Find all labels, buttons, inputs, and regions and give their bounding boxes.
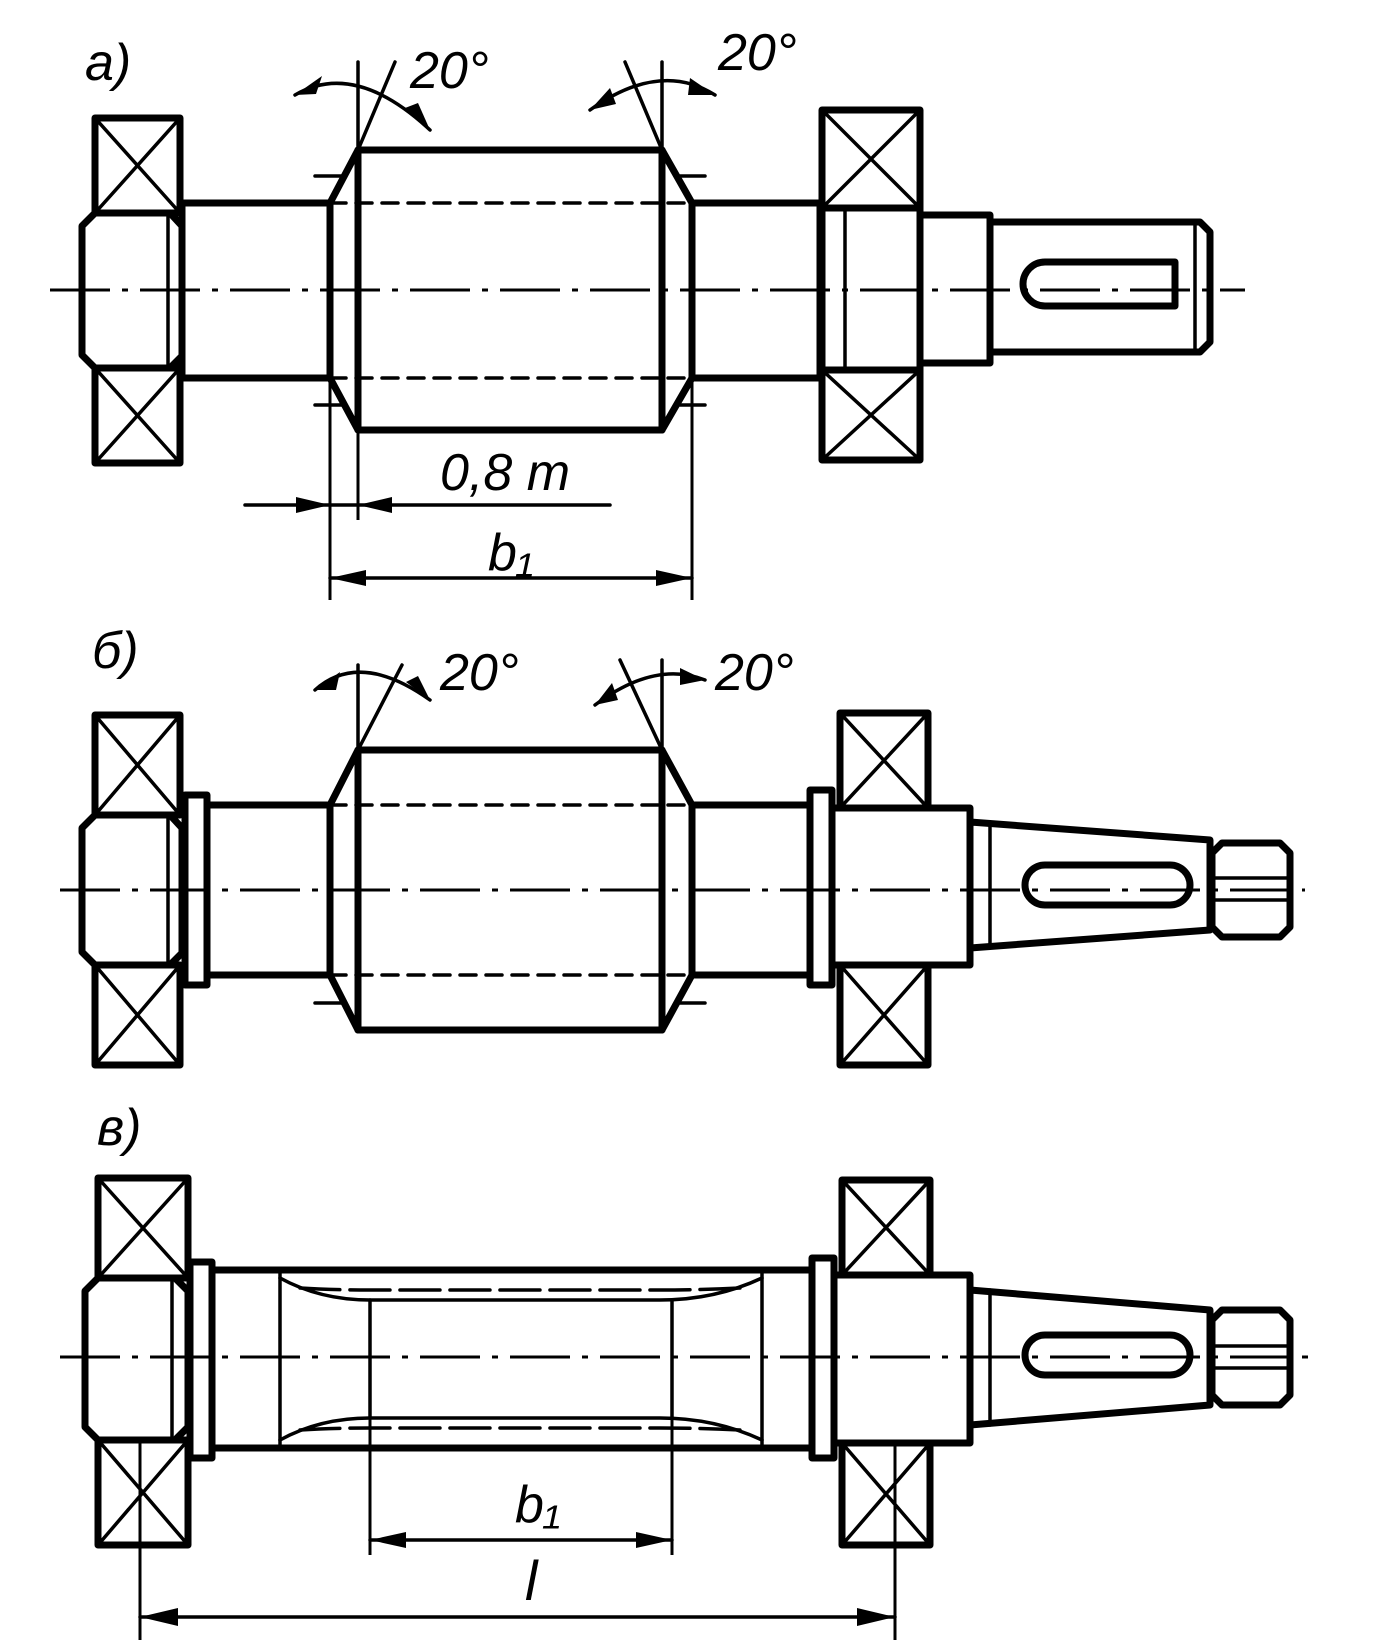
worm-body-c [208, 1266, 816, 1452]
bearing-left-c [94, 1174, 192, 1549]
view-b-label: б) [92, 622, 139, 680]
view-a-label: а) [85, 34, 131, 92]
angle-label-right-b: 20° [714, 644, 794, 702]
dim-width-a: b₁ [328, 378, 694, 600]
dim-width-label-c: b₁ [515, 1476, 560, 1534]
bearing-right-a [818, 106, 924, 464]
angle-label-left-a: 20° [409, 42, 489, 100]
dim-offset-a: 0,8 m [243, 378, 612, 600]
shaft-output-a [986, 218, 1214, 356]
keyway-c [1021, 1331, 1194, 1379]
shaft-end-left-b [78, 811, 186, 969]
view-a: а) [50, 24, 1245, 600]
shaft-end-left-a [78, 209, 186, 372]
view-b: б) [60, 622, 1305, 1069]
dim-length-c: l [138, 1440, 897, 1640]
shaft-end-left-c [81, 1274, 192, 1444]
bearing-right-b [828, 709, 974, 1069]
keyway-b [1021, 861, 1194, 909]
view-c: в) [60, 1099, 1320, 1640]
angle-20-right-b: 20° [593, 644, 794, 752]
taper-end-c [966, 1286, 1214, 1429]
dim-offset-label-a: 0,8 m [440, 444, 570, 502]
angle-20-left-a: 20° [293, 42, 489, 152]
dim-length-label-c: l [525, 1549, 539, 1612]
dim-width-label-a: b₁ [488, 524, 533, 582]
angle-20-left-b: 20° [313, 644, 519, 752]
keyway-a [1019, 258, 1179, 310]
dim-width-c: b₁ [368, 1418, 674, 1555]
view-c-label: в) [97, 1099, 141, 1157]
taper-end-b [966, 818, 1214, 952]
bearing-right-c [830, 1176, 974, 1549]
angle-20-right-a: 20° [588, 24, 797, 152]
angle-label-left-b: 20° [439, 644, 519, 702]
angle-label-right-a: 20° [717, 24, 797, 82]
